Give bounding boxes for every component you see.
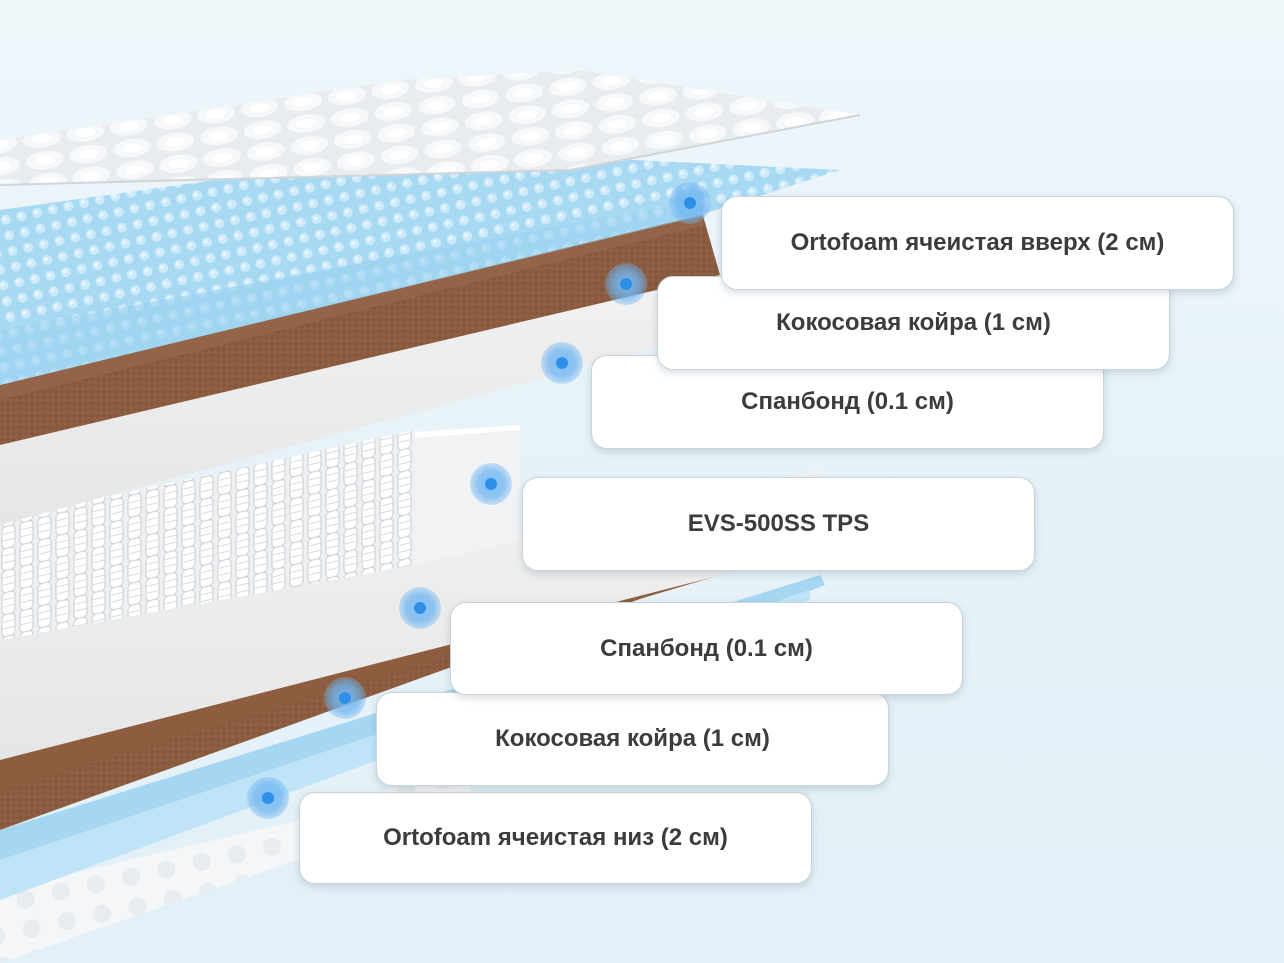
layer-label-2: Кокосовая койра (1 см)	[657, 276, 1170, 370]
layer-label-5: Спанбонд (0.1 см)	[450, 602, 963, 695]
layer-marker-icon	[324, 677, 366, 719]
layer-label-text: Ortofoam ячеистая вверх (2 см)	[790, 229, 1165, 256]
layer-label-text: Кокосовая койра (1 см)	[495, 725, 770, 752]
layer-marker-icon	[247, 777, 289, 819]
layer-label-4: EVS-500SS TPS	[522, 477, 1035, 571]
layer-marker-icon	[399, 587, 441, 629]
layer-marker-icon	[669, 182, 711, 224]
layer-label-3: Ortofoam ячеистая вверх (2 см)	[721, 196, 1234, 290]
layer-label-text: EVS-500SS TPS	[687, 510, 870, 537]
top-cover-layer	[0, 70, 860, 185]
layer-label-text: Спанбонд (0.1 см)	[600, 634, 813, 662]
layer-label-7: Ortofoam ячеистая низ (2 см)	[299, 792, 812, 884]
top-spunbond-layer	[0, 260, 720, 525]
layer-marker-icon	[541, 342, 583, 384]
layer-label-text: Спанбонд (0.1 см)	[741, 388, 954, 415]
layer-label-1: Спанбонд (0.1 см)	[591, 355, 1104, 449]
layer-label-text: Ortofoam ячеистая низ (2 см)	[383, 824, 728, 851]
spring-block-layer	[0, 430, 415, 640]
layer-label-6: Кокосовая койра (1 см)	[376, 692, 889, 786]
layer-marker-icon	[605, 263, 647, 305]
layer-label-text: Кокосовая койра (1 см)	[776, 309, 1051, 336]
spring-block-end-foam	[415, 425, 520, 565]
layer-marker-icon	[470, 463, 512, 505]
